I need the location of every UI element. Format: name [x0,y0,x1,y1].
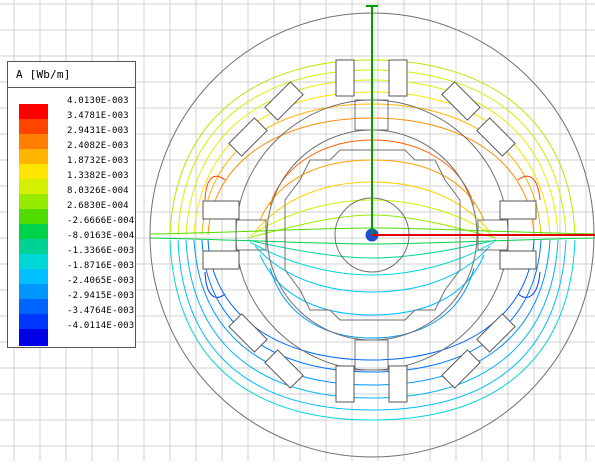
legend-value: 3.4781E-003 [67,111,129,121]
legend-swatch [19,314,48,331]
contour-line [249,241,495,276]
coil-right-upper [499,200,537,220]
legend-swatch [19,284,48,301]
coil-diag-tr-2 [476,117,516,157]
coil-diag-bl-2 [264,349,304,389]
contour-line [207,239,535,361]
coil-top-right-1 [388,59,408,97]
legend-value: 1.8732E-003 [67,156,129,166]
coil-diag-tl-2 [264,81,304,121]
legend-value: 4.0130E-003 [67,96,129,106]
coil-diag-bl-1 [228,313,268,353]
contour-line [193,239,551,386]
coil-left-upper [202,200,240,220]
legend-swatch [19,194,48,211]
legend-value: 8.0326E-004 [67,186,129,196]
coil-diag-br-1 [441,349,481,389]
legend-value: 1.3382E-003 [67,171,129,181]
legend-value: -2.4065E-003 [67,276,135,286]
contour-line [177,239,567,411]
legend-value: 2.4082E-003 [67,141,129,151]
legend-swatch [19,299,48,316]
contour-line [201,239,542,373]
legend-swatch [19,179,48,196]
coil-bottom-left-1 [335,365,355,403]
legend-value: -1.8716E-003 [67,261,135,271]
contour-line [259,254,485,316]
flux-contours-lower [149,237,595,421]
legend-value: -3.4764E-003 [67,306,135,316]
coil-diag-tr-1 [441,81,481,121]
legend-value: -4.0114E-003 [67,321,135,331]
legend-title: A [Wb/m] [16,68,71,81]
legend-value: 2.9431E-003 [67,126,129,136]
legend-value: -1.3366E-003 [67,246,135,256]
legend-swatch [19,134,48,151]
contour-line [517,271,541,298]
legend-value: 2.6830E-004 [67,201,129,211]
legend-swatch [19,239,48,256]
legend-swatch [19,164,48,181]
legend-swatch [19,224,48,241]
contour-line [254,245,491,293]
contour-line [149,237,595,245]
winding-coils [202,59,537,403]
legend-divider [8,87,135,88]
contour-line [517,175,541,201]
rotor-body [284,149,461,321]
stator-pole-left [235,219,267,251]
legend-swatch [19,254,48,271]
stator-pole-bottom [354,339,389,371]
legend-value: -2.6666E-004 [67,216,135,226]
contour-line [185,239,559,399]
coil-diag-tl-1 [228,117,268,157]
legend-swatch [19,209,48,226]
coordinate-axes [366,5,595,236]
coil-diag-br-2 [476,313,516,353]
legend-value: -2.9415E-003 [67,291,135,301]
color-legend[interactable]: A [Wb/m] 4.0130E-003 3.4781E-003 2.9431E-0… [7,61,136,348]
legend-swatch [19,329,48,346]
contour-line [269,267,475,339]
legend-value: -8.0163E-004 [67,231,135,241]
legend-swatch [19,104,48,121]
contour-line [204,271,226,298]
contour-line [247,239,497,259]
contour-line [169,239,576,421]
coil-right-lower [499,250,537,270]
legend-swatch [19,119,48,136]
coil-bottom-right-1 [388,365,408,403]
legend-swatch [19,149,48,166]
legend-swatch [19,269,48,286]
coil-top-left-1 [335,59,355,97]
contour-line [204,175,226,201]
coil-left-lower [202,250,240,270]
